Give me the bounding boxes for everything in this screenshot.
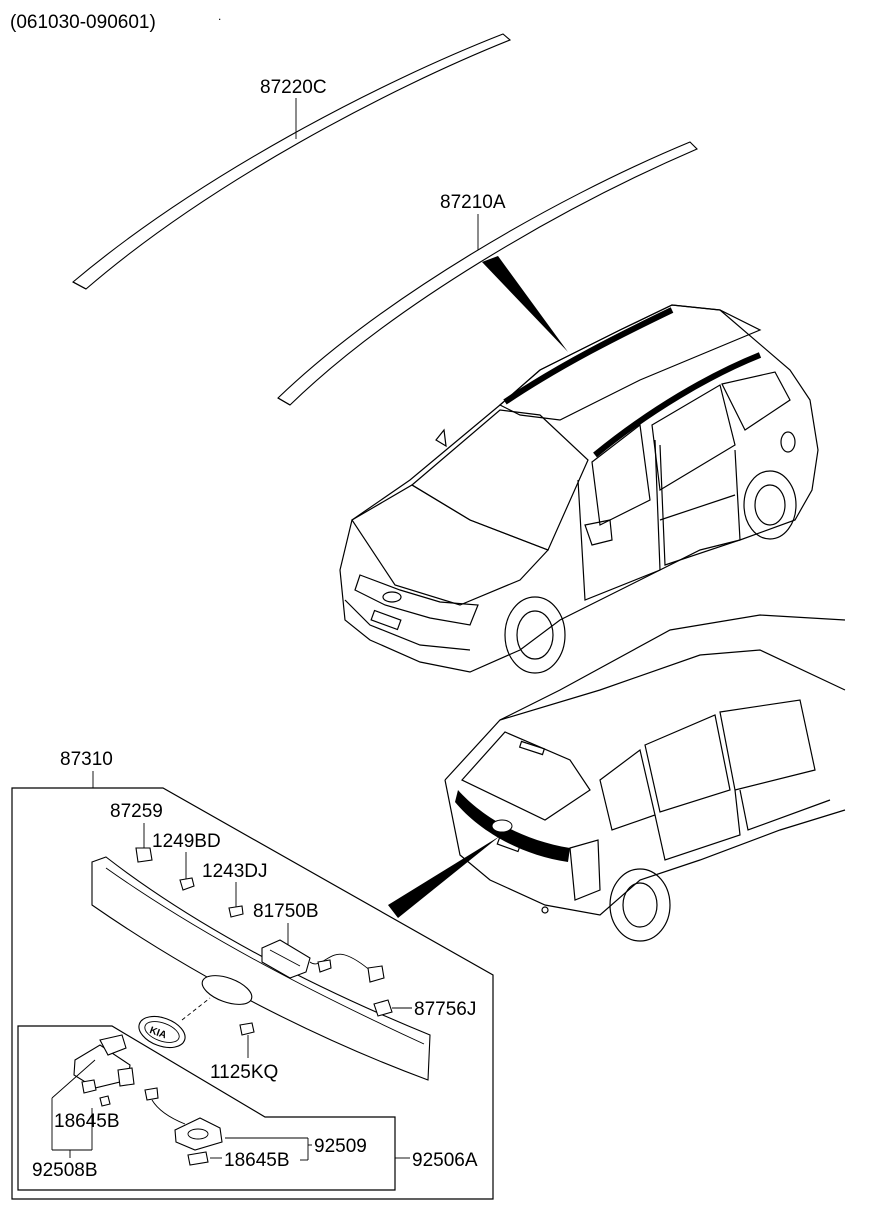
label-87210A: 87210A bbox=[440, 192, 506, 213]
label-87220C: 87220C bbox=[260, 77, 327, 98]
bulb-18645B-right bbox=[187, 1151, 209, 1166]
label-87756J: 87756J bbox=[414, 999, 476, 1020]
label-81750B: 81750B bbox=[253, 901, 319, 922]
label-1249BD: 1249BD bbox=[152, 831, 221, 852]
assembly-box-92506A bbox=[17, 1025, 396, 1191]
kia-emblem: KIA bbox=[138, 1015, 186, 1049]
switch-81750B bbox=[261, 939, 385, 983]
date-range-label: (061030-090601) bbox=[10, 12, 156, 33]
roof-rail-87220C bbox=[72, 33, 512, 290]
pointer-wedge-tailgate bbox=[388, 836, 500, 918]
label-1243DJ: 1243DJ bbox=[202, 861, 268, 882]
label-87259: 87259 bbox=[110, 801, 163, 822]
assembly-box-87310 bbox=[11, 787, 494, 1200]
bolt-1249BD bbox=[179, 877, 195, 891]
label-18645B-left: 18645B bbox=[54, 1111, 120, 1132]
leader-92508B-upper bbox=[51, 1059, 96, 1099]
roof-rail-87210A bbox=[277, 141, 698, 406]
clip-87259 bbox=[135, 847, 153, 863]
tailgate-garnish-strip bbox=[91, 856, 431, 1081]
pointer-wedge-roof bbox=[482, 256, 568, 352]
car-front-view bbox=[339, 304, 819, 674]
car-rear-view bbox=[444, 614, 846, 942]
dash-emblem-leader bbox=[181, 997, 211, 1021]
license-lamp-housing bbox=[73, 1034, 135, 1094]
license-lamp-92509 bbox=[144, 1087, 223, 1151]
bulb-18645B-left bbox=[99, 1095, 111, 1107]
screw-1243DJ bbox=[228, 905, 244, 918]
label-18645B-right: 18645B bbox=[224, 1150, 290, 1171]
cap-87756J bbox=[373, 999, 393, 1017]
label-92508B: 92508B bbox=[32, 1160, 98, 1181]
label-1125KQ: 1125KQ bbox=[210, 1062, 278, 1083]
label-87310: 87310 bbox=[60, 749, 113, 770]
tiny-dot-mark: . bbox=[218, 9, 221, 23]
label-92506A: 92506A bbox=[412, 1150, 478, 1171]
screw-1125KQ bbox=[239, 1022, 255, 1036]
label-92509: 92509 bbox=[314, 1136, 367, 1157]
